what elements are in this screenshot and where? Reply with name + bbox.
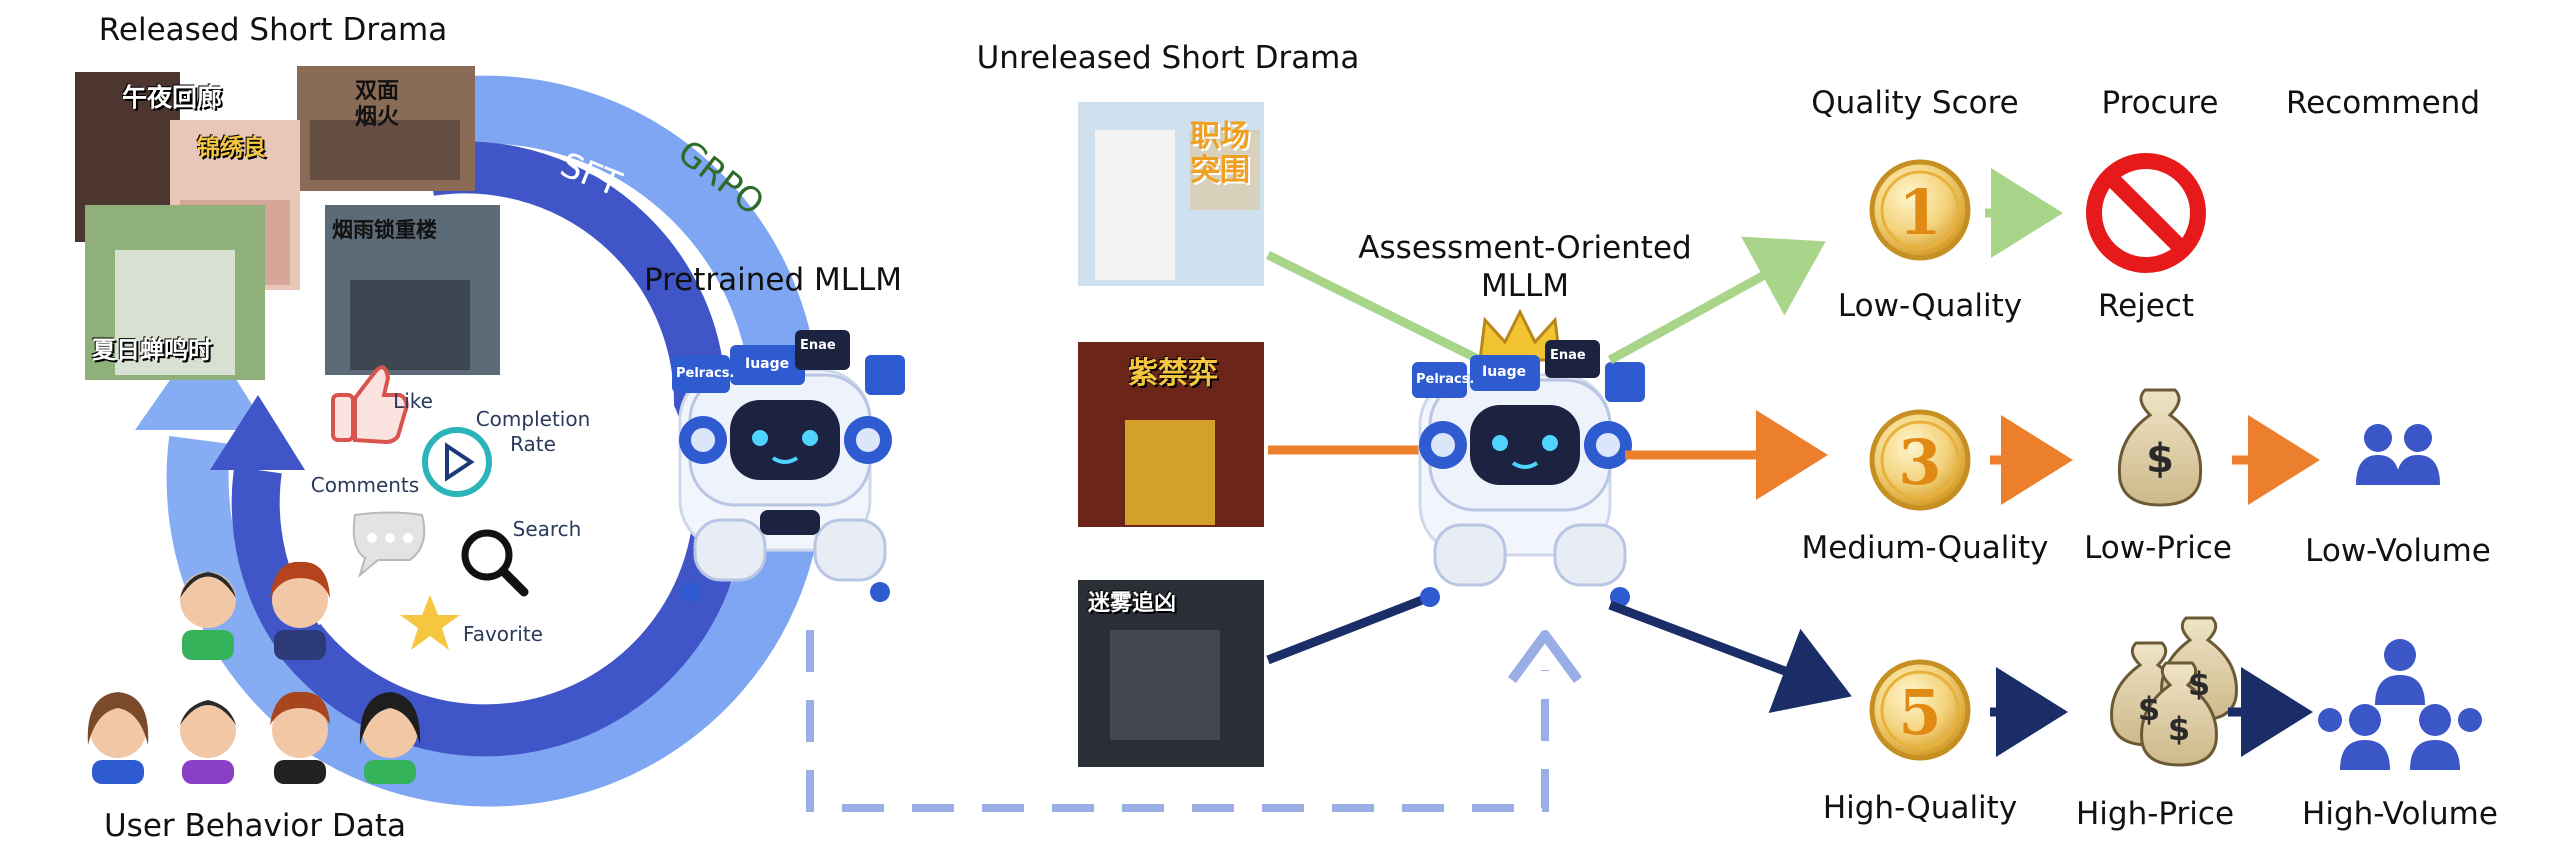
assessment-mllm-label-1: Assessment-Oriented xyxy=(1358,230,1692,266)
robot2-screen-text-c: Enae xyxy=(1550,348,1586,363)
completion-label-1: Completion xyxy=(475,407,591,431)
avatar-3 xyxy=(87,692,149,784)
robot2-screen-text-b: Iuage xyxy=(1482,364,1527,380)
score-number-3: 3 xyxy=(1898,426,1942,499)
unreleased-title: Unreleased Short Drama xyxy=(976,40,1360,76)
play-circle-icon xyxy=(422,427,492,497)
avatar-6 xyxy=(359,692,421,784)
unreleased-posters xyxy=(1078,102,1264,767)
favorite-label: Favorite xyxy=(463,622,543,646)
procure-label-lowprice: Low-Price xyxy=(2084,530,2232,566)
poster-title-4: 夏日蝉鸣时 xyxy=(92,335,212,364)
user-behavior-title: User Behavior Data xyxy=(103,808,407,844)
user-avatars xyxy=(87,561,421,784)
comment-bubble-icon xyxy=(352,511,426,578)
people-group-icon-high xyxy=(2318,639,2482,770)
released-posters xyxy=(75,66,500,380)
poster-title-palace: 紫禁弈 xyxy=(1128,356,1218,391)
avatar-5 xyxy=(270,691,330,784)
search-magnifier-icon xyxy=(461,529,529,597)
poster-title-5: 烟雨锁重楼 xyxy=(332,217,437,242)
dollar-sign-high-1: $ xyxy=(2137,690,2161,728)
robot1-screen-text-b: Iuage xyxy=(745,356,790,372)
sft-loop-arrowhead xyxy=(210,395,305,470)
search-label: Search xyxy=(512,517,582,541)
poster-title-2: 锦绣良 xyxy=(197,134,266,161)
money-bag-icons-high xyxy=(2110,616,2238,767)
behavior-icons xyxy=(331,365,529,650)
score-number-5: 5 xyxy=(1898,676,1942,749)
score-number-1: 1 xyxy=(1898,176,1942,249)
avatar-1 xyxy=(180,572,236,660)
star-icon xyxy=(400,595,460,650)
robot1-screen-text-a: Pelracs. xyxy=(676,366,735,381)
poster-title-3: 双面烟火 xyxy=(355,78,400,130)
like-label: Like xyxy=(393,389,433,413)
poster-title-mystery: 迷雾追凶 xyxy=(1088,590,1177,616)
score-coin-5 xyxy=(1869,659,1971,761)
recommend-label-highvolume: High-Volume xyxy=(2302,796,2498,832)
comments-label: Comments xyxy=(310,473,420,497)
score-coin-3 xyxy=(1869,409,1971,511)
dollar-sign-low: $ xyxy=(2146,436,2174,482)
reject-prohibited-icon xyxy=(2086,153,2206,273)
quality-label-low: Low-Quality xyxy=(1837,288,2023,324)
completion-label-2: Rate xyxy=(510,432,556,456)
avatar-4 xyxy=(180,700,236,784)
arrow-mystery-to-mllm xyxy=(1266,590,1437,665)
score-coin-1 xyxy=(1869,159,1971,261)
arrow-mllm-to-score1 xyxy=(1607,236,1826,364)
dollar-sign-high-3: $ xyxy=(2167,710,2191,748)
people-group-icon-low xyxy=(2356,424,2440,485)
robot2-screen-text-a: Pelracs. xyxy=(1416,372,1475,387)
assessment-mllm-label-2: MLLM xyxy=(1480,268,1570,304)
procure-label-highprice: High-Price xyxy=(2075,796,2235,832)
poster-title-career: 职场突围 xyxy=(1190,119,1250,188)
money-bag-icon-low xyxy=(2117,388,2203,507)
dollar-sign-high-2: $ xyxy=(2187,665,2211,703)
pretrained-mllm-label: Pretrained MLLM xyxy=(643,262,903,298)
column-procure: Procure xyxy=(2101,85,2219,121)
quality-label-medium: Medium-Quality xyxy=(1801,530,2049,566)
recommend-label-lowvolume: Low-Volume xyxy=(2305,533,2491,569)
procure-label-reject: Reject xyxy=(2097,288,2195,324)
pretrained-robot xyxy=(672,330,905,602)
quality-label-high: High-Quality xyxy=(1822,790,2018,826)
column-quality-score: Quality Score xyxy=(1811,85,2019,121)
poster-title-1: 午夜回廊 xyxy=(122,83,223,112)
arrow-mllm-to-score5 xyxy=(1608,600,1852,714)
assessment-robot xyxy=(1412,308,1645,607)
released-title: Released Short Drama xyxy=(98,12,448,48)
dashed-transfer-line xyxy=(806,630,1549,812)
avatar-2 xyxy=(270,561,330,660)
robot1-screen-text-c: Enae xyxy=(800,338,836,353)
arrow-career-to-mllm xyxy=(1266,250,1482,365)
thumbs-up-icon xyxy=(331,365,409,445)
column-recommend: Recommend xyxy=(2285,85,2481,121)
dashed-transfer-arrowhead xyxy=(1507,630,1583,683)
